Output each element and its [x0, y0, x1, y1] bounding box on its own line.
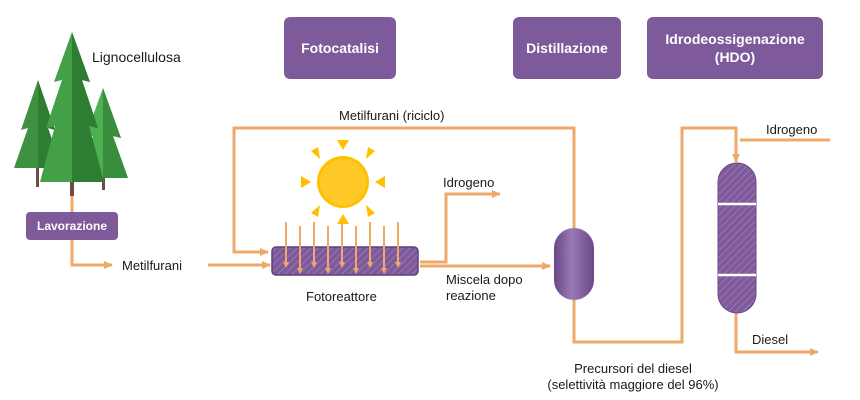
hdo-reactor-icon: [717, 162, 757, 314]
lavorazione-label: Lavorazione: [36, 219, 108, 233]
label-lignocellulosa: Lignocellulosa: [92, 49, 181, 65]
label-idrogeno-in: Idrogeno: [766, 122, 818, 137]
label-precursori-line1: Precursori del diesel: [574, 361, 692, 376]
label-metilfurani: Metilfurani: [122, 258, 182, 273]
stage-hdo-label-line2: (HDO): [714, 49, 756, 65]
tree-icon: [14, 32, 128, 196]
stage-hdo-label-line1: Idrodeossigenazione: [665, 31, 805, 47]
label-idrogeno-out: Idrogeno: [443, 175, 495, 190]
label-fotoreattore: Fotoreattore: [306, 289, 377, 304]
label-miscela-line2: reazione: [446, 288, 496, 303]
stage-distillazione-label: Distillazione: [526, 40, 608, 56]
lavorazione-box: Lavorazione: [26, 212, 118, 240]
stage-fotocatalisi-label: Fotocatalisi: [301, 40, 379, 56]
distillation-column-icon: [554, 228, 594, 300]
label-precursori-line2: (selettività maggiore del 96%): [547, 377, 719, 392]
label-riciclo: Metilfurani (riciclo): [339, 108, 445, 123]
stage-hdo: Idrodeossigenazione (HDO): [647, 17, 823, 79]
photoreactor-icon: [271, 222, 419, 276]
label-diesel: Diesel: [752, 332, 789, 347]
label-miscela-line1: Miscela dopo: [446, 272, 523, 287]
stage-distillazione: Distillazione: [513, 17, 621, 79]
stage-fotocatalisi: Fotocatalisi: [284, 17, 396, 79]
sun-icon: [301, 140, 385, 224]
